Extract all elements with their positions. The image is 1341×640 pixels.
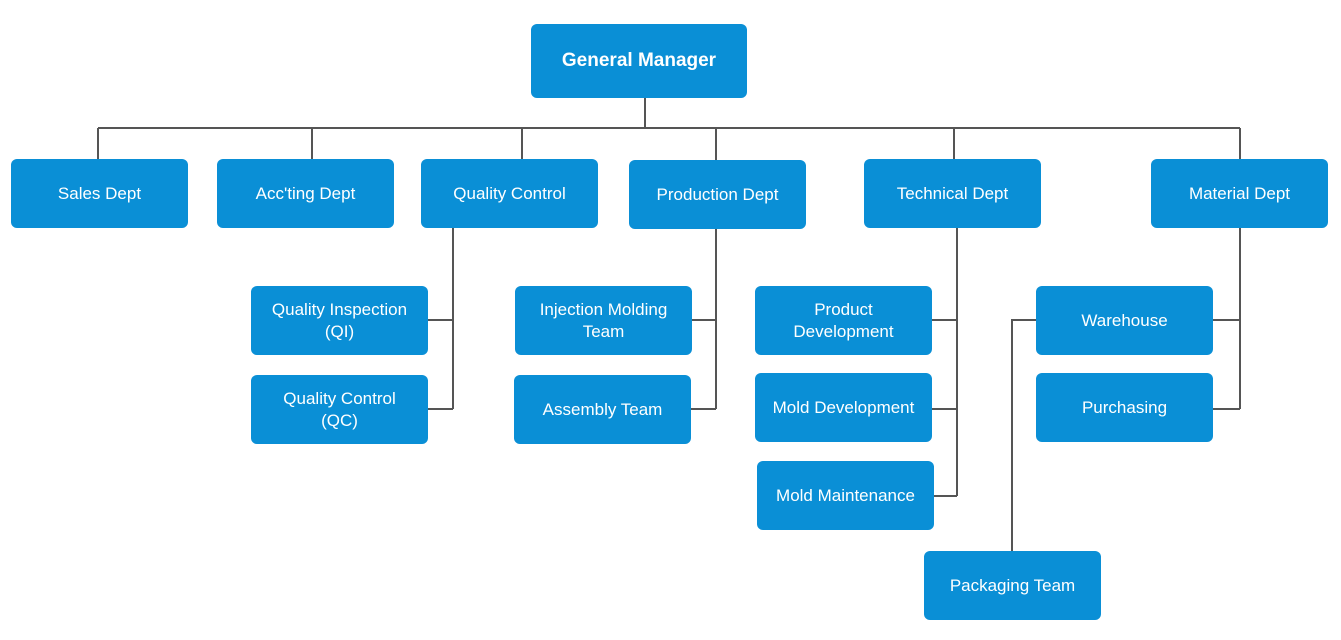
node-sales-dept: Sales Dept (11, 159, 188, 228)
node-quality-control-qc: Quality Control (QC) (251, 375, 428, 444)
node-warehouse: Warehouse (1036, 286, 1213, 355)
node-injection-molding-team: Injection Molding Team (515, 286, 692, 355)
node-packaging-team: Packaging Team (924, 551, 1101, 620)
node-product-development: Product Development (755, 286, 932, 355)
node-mold-development: Mold Development (755, 373, 932, 442)
node-mold-maintenance: Mold Maintenance (757, 461, 934, 530)
node-quality-inspection: Quality Inspection (QI) (251, 286, 428, 355)
node-general-manager: General Manager (531, 24, 747, 98)
node-production-dept: Production Dept (629, 160, 806, 229)
node-purchasing: Purchasing (1036, 373, 1213, 442)
node-material-dept: Material Dept (1151, 159, 1328, 228)
node-assembly-team: Assembly Team (514, 375, 691, 444)
node-accounting-dept: Acc'ting Dept (217, 159, 394, 228)
connector-warehouse-to-packaging (1011, 319, 1036, 552)
node-quality-control-dept: Quality Control (421, 159, 598, 228)
node-technical-dept: Technical Dept (864, 159, 1041, 228)
